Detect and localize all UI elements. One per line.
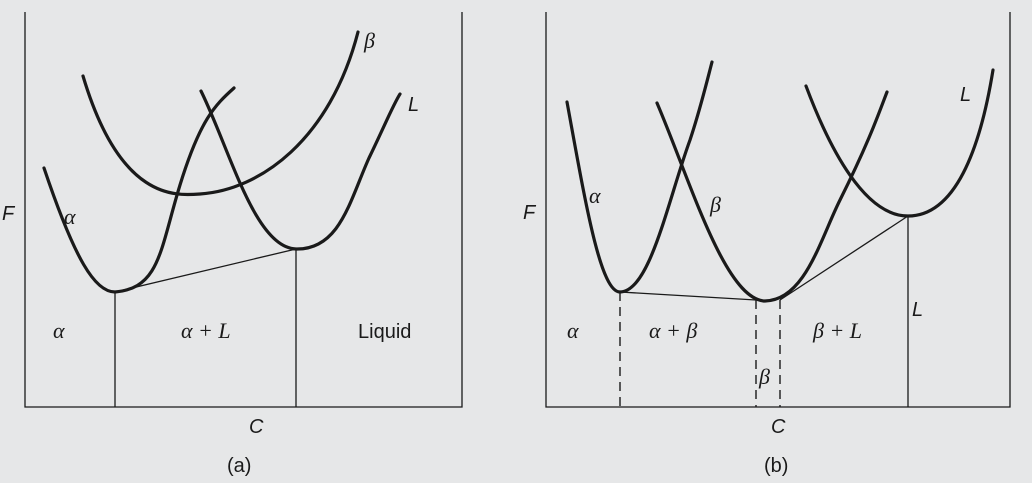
panel-a-region-alpha: α: [53, 318, 65, 343]
panel-b-liquid-curve: [804, 68, 995, 218]
panel-b-axes: [545, 12, 1011, 408]
panel-a-x-axis-label: C: [249, 416, 264, 438]
panel-a-caption: (a): [227, 455, 251, 477]
panel-b-y-axis-label: F: [523, 202, 537, 224]
panel-b-region-beta-liquid: β + L: [812, 318, 862, 343]
panel-a-region-alpha-liquid: α + L: [181, 318, 231, 343]
panel-a: F C (a) α β L α α + L Liquid: [2, 12, 463, 477]
panel-a-liquid-curve: [199, 89, 402, 251]
panel-a-beta-curve-label: β: [363, 28, 375, 53]
panel-b-tangent-beta-liquid: [779, 215, 909, 301]
panel-b-liquid-curve-label: L: [960, 84, 971, 106]
panel-a-axes: [24, 12, 463, 408]
panel-b-beta-curve: [655, 90, 889, 303]
panel-a-alpha-curve-label: α: [64, 204, 76, 229]
panel-b-beta-curve-label: β: [709, 192, 721, 217]
panel-a-common-tangent: [114, 248, 297, 293]
panel-a-region-liquid: Liquid: [358, 321, 411, 343]
panel-b-x-axis-label: C: [771, 416, 786, 438]
panel-b-region-alpha-beta: α + β: [649, 318, 697, 343]
panel-b: F C (b) α β L α α + β β β + L L: [523, 12, 1011, 477]
panel-b-caption: (b): [764, 455, 788, 477]
panel-b-tangent-alpha-beta: [619, 291, 757, 301]
panel-b-alpha-curve-label: α: [589, 183, 601, 208]
panel-b-region-liquid: L: [912, 299, 923, 321]
panel-a-liquid-curve-label: L: [408, 94, 419, 116]
panel-b-region-beta: β: [758, 364, 770, 389]
panel-b-region-alpha: α: [567, 318, 579, 343]
panel-a-alpha-curve: [42, 86, 236, 294]
panel-b-alpha-curve: [565, 60, 714, 294]
panel-a-y-axis-label: F: [2, 203, 16, 225]
panel-a-beta-curve: [81, 30, 360, 197]
